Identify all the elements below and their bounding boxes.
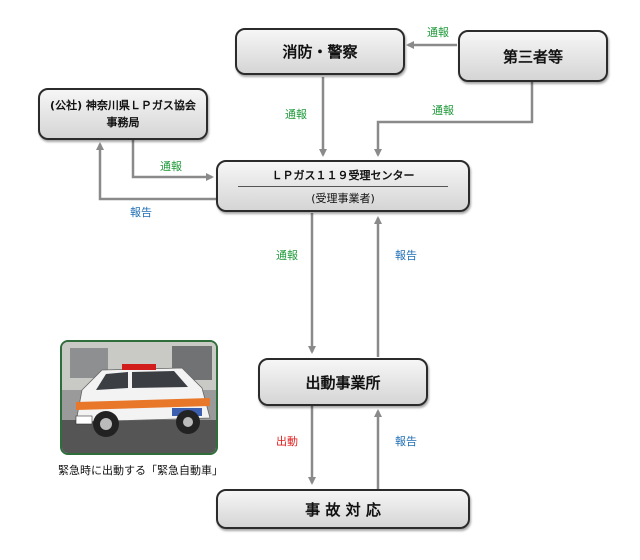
label-dispatch-to-accident: 出動 [276, 435, 298, 448]
node-association-line1: (公社) 神奈川県ＬＰガス協会 [50, 99, 196, 112]
node-accident-response-label: 事 故 対 応 [305, 500, 381, 519]
arrow-third-to-center [374, 82, 534, 157]
vehicle-photo-caption: 緊急時に出動する「緊急自動車」 [58, 464, 223, 477]
node-third-party-label: 第三者等 [502, 47, 563, 66]
label-accident-to-dispatch: 報告 [395, 435, 417, 448]
label-center-to-dispatch: 通報 [276, 249, 298, 262]
arrow-assoc-to-center [131, 140, 214, 181]
emergency-vehicle-illustration [62, 342, 216, 453]
node-association: (公社) 神奈川県ＬＰガス協会 事務局 [38, 88, 208, 140]
node-dispatch-office-label: 出動事業所 [305, 373, 381, 392]
label-police-to-center: 通報 [285, 108, 307, 121]
node-reception-center-title: ＬＰガス１１９受理センター [238, 167, 448, 187]
emergency-vehicle-photo [60, 340, 218, 455]
node-reception-center: ＬＰガス１１９受理センター (受理事業者) [216, 160, 470, 212]
node-reception-center-sub: (受理事業者) [311, 191, 375, 205]
node-police-fire: 消防・警察 [235, 28, 405, 75]
label-third-to-center: 通報 [432, 104, 454, 117]
node-association-line2: 事務局 [106, 116, 140, 129]
arrow-center-to-assoc [96, 142, 218, 201]
node-dispatch-office: 出動事業所 [258, 358, 428, 406]
node-accident-response: 事 故 対 応 [216, 489, 470, 529]
label-dispatch-to-center: 報告 [395, 249, 417, 262]
label-assoc-to-center: 通報 [160, 160, 182, 173]
node-third-party: 第三者等 [458, 30, 608, 82]
label-center-to-assoc: 報告 [130, 206, 152, 219]
node-police-fire-label: 消防・警察 [282, 43, 358, 61]
label-third-to-police: 通報 [427, 26, 449, 39]
